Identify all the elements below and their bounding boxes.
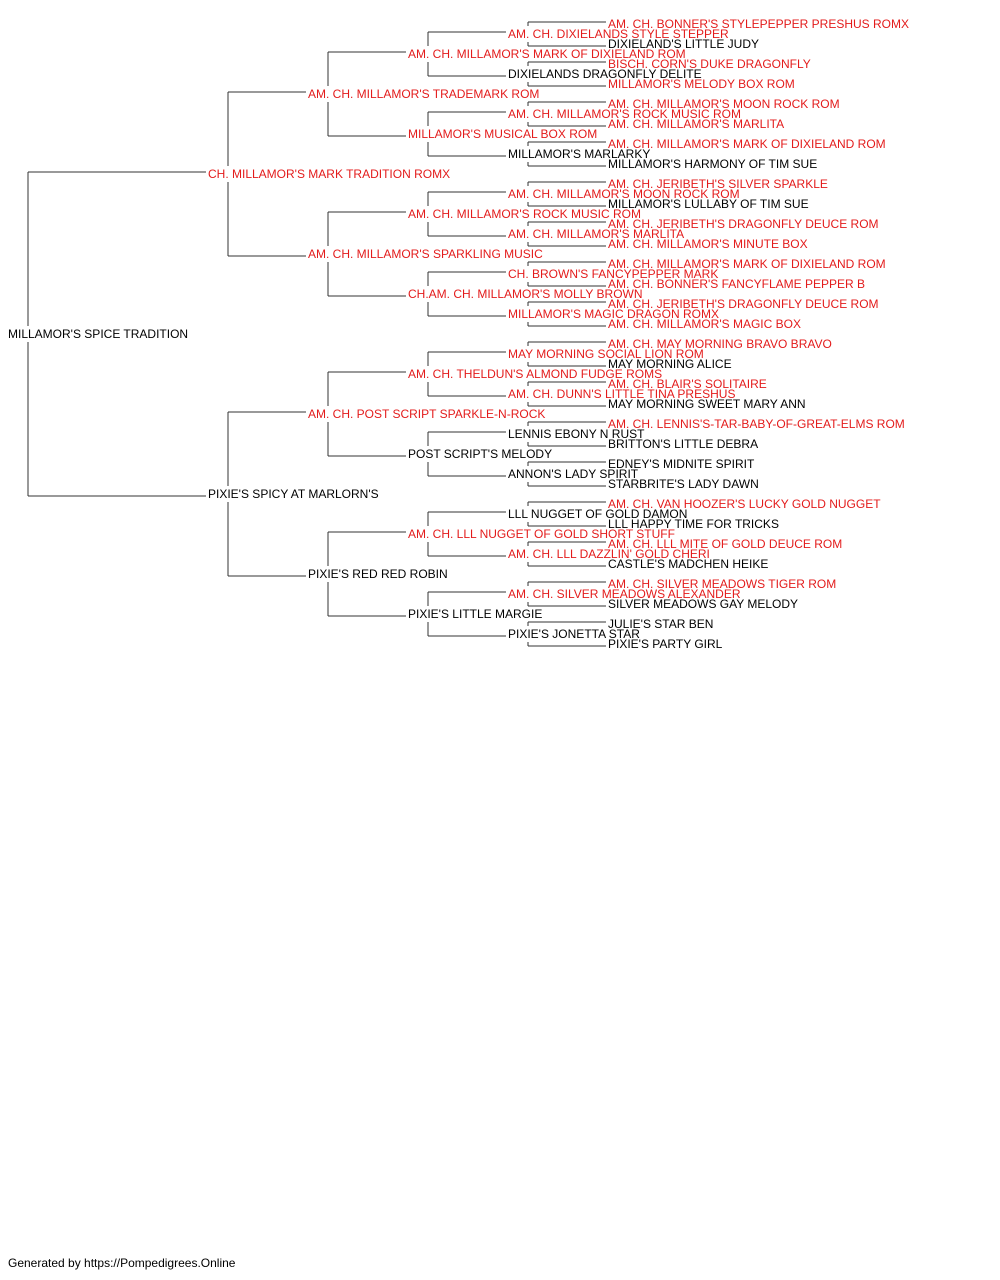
great-great-grandparent-name: MAY MORNING SOCIAL LION ROM [508, 347, 704, 361]
gggg-grandparent-name: AM. CH. BONNER'S STYLEPEPPER PRESHUS ROM… [608, 17, 909, 31]
gggg-grandparent-name: AM. CH. MILLAMOR'S MARLITA [608, 117, 784, 131]
gggg-grandparent-name: AM. CH. SILVER MEADOWS TIGER ROM [608, 577, 836, 591]
gggg-grandparent-name: BRITTON'S LITTLE DEBRA [608, 437, 758, 451]
great-great-grandparent-name: LENNIS EBONY N RUST [508, 427, 645, 441]
gggg-grandparent-name: SILVER MEADOWS GAY MELODY [608, 597, 798, 611]
parent-name: PIXIE'S SPICY AT MARLORN'S [208, 487, 379, 501]
gggg-grandparent-name: AM. CH. MILLAMOR'S MOON ROCK ROM [608, 97, 840, 111]
great-great-grandparent-name: AM. CH. MILLAMOR'S MOON ROCK ROM [508, 187, 740, 201]
footer-credit: Generated by https://Pompedigrees.Online [8, 1256, 236, 1270]
gggg-grandparent-name: STARBRITE'S LADY DAWN [608, 477, 759, 491]
grandparent-name: AM. CH. POST SCRIPT SPARKLE-N-ROCK [308, 407, 545, 421]
parent-name: CH. MILLAMOR'S MARK TRADITION ROMX [208, 167, 450, 181]
great-grandparent-name: CH.AM. CH. MILLAMOR'S MOLLY BROWN [408, 287, 643, 301]
gggg-grandparent-name: DIXIELAND'S LITTLE JUDY [608, 37, 759, 51]
gggg-grandparent-name: AM. CH. BLAIR'S SOLITAIRE [608, 377, 767, 391]
great-grandparent-name: POST SCRIPT'S MELODY [408, 447, 552, 461]
gggg-grandparent-name: MILLAMOR'S MELODY BOX ROM [608, 77, 795, 91]
great-great-grandparent-name: AM. CH. SILVER MEADOWS ALEXANDER [508, 587, 741, 601]
gggg-grandparent-name: AM. CH. MAY MORNING BRAVO BRAVO [608, 337, 832, 351]
great-grandparent-name: AM. CH. MILLAMOR'S ROCK MUSIC ROM [408, 207, 641, 221]
gggg-grandparent-name: AM. CH. MILLAMOR'S MAGIC BOX [608, 317, 801, 331]
gggg-grandparent-name: AM. CH. JERIBETH'S SILVER SPARKLE [608, 177, 828, 191]
gggg-grandparent-name: AM. CH. JERIBETH'S DRAGONFLY DEUCE ROM [608, 297, 879, 311]
great-grandparent-name: AM. CH. MILLAMOR'S MARK OF DIXIELAND ROM [408, 47, 686, 61]
gggg-grandparent-name: AM. CH. LLL MITE OF GOLD DEUCE ROM [608, 537, 842, 551]
great-great-grandparent-name: AM. CH. DUNN'S LITTLE TINA PRESHUS [508, 387, 735, 401]
gggg-grandparent-name: AM. CH. BONNER'S FANCYFLAME PEPPER B [608, 277, 865, 291]
gggg-grandparent-name: MILLAMOR'S LULLABY OF TIM SUE [608, 197, 809, 211]
gggg-grandparent-name: BISCH. CORN'S DUKE DRAGONFLY [608, 57, 811, 71]
great-great-grandparent-name: LLL NUGGET OF GOLD DAMON [508, 507, 687, 521]
great-grandparent-name: AM. CH. THELDUN'S ALMOND FUDGE ROMS [408, 367, 662, 381]
great-great-grandparent-name: ANNON'S LADY SPIRIT [508, 467, 639, 481]
grandparent-name: AM. CH. MILLAMOR'S TRADEMARK ROM [308, 87, 539, 101]
great-great-grandparent-name: AM. CH. MILLAMOR'S MARLITA [508, 227, 684, 241]
gggg-grandparent-name: CASTLE'S MADCHEN HEIKE [608, 557, 768, 571]
gggg-grandparent-name: JULIE'S STAR BEN [608, 617, 713, 631]
great-great-grandparent-name: DIXIELANDS DRAGONFLY DELITE [508, 67, 702, 81]
gggg-grandparent-name: EDNEY'S MIDNITE SPIRIT [608, 457, 755, 471]
great-great-grandparent-name: AM. CH. LLL DAZZLIN' GOLD CHERI [508, 547, 710, 561]
grandparent-name: AM. CH. MILLAMOR'S SPARKLING MUSIC [308, 247, 543, 261]
great-great-grandparent-name: PIXIE'S JONETTA STAR [508, 627, 640, 641]
great-grandparent-name: AM. CH. LLL NUGGET OF GOLD SHORT STUFF [408, 527, 675, 541]
great-great-grandparent-name: AM. CH. DIXIELANDS STYLE STEPPER [508, 27, 729, 41]
gggg-grandparent-name: AM. CH. VAN HOOZER'S LUCKY GOLD NUGGET [608, 497, 881, 511]
great-great-grandparent-name: AM. CH. MILLAMOR'S ROCK MUSIC ROM [508, 107, 741, 121]
great-grandparent-name: PIXIE'S LITTLE MARGIE [408, 607, 542, 621]
gggg-grandparent-name: PIXIE'S PARTY GIRL [608, 637, 723, 651]
great-grandparent-name: MILLAMOR'S MUSICAL BOX ROM [408, 127, 597, 141]
gggg-grandparent-name: LLL HAPPY TIME FOR TRICKS [608, 517, 779, 531]
subject-dog-name: MILLAMOR'S SPICE TRADITION [8, 327, 188, 341]
gggg-grandparent-name: AM. CH. MILLAMOR'S MARK OF DIXIELAND ROM [608, 137, 886, 151]
great-great-grandparent-name: MILLAMOR'S MARLARKY [508, 147, 650, 161]
great-great-grandparent-name: CH. BROWN'S FANCYPEPPER MARK [508, 267, 718, 281]
grandparent-name: PIXIE'S RED RED ROBIN [308, 567, 448, 581]
great-great-grandparent-name: MILLAMOR'S MAGIC DRAGON ROMX [508, 307, 719, 321]
gggg-grandparent-name: AM. CH. MILLAMOR'S MARK OF DIXIELAND ROM [608, 257, 886, 271]
gggg-grandparent-name: AM. CH. JERIBETH'S DRAGONFLY DEUCE ROM [608, 217, 879, 231]
gggg-grandparent-name: AM. CH. MILLAMOR'S MINUTE BOX [608, 237, 808, 251]
gggg-grandparent-name: MILLAMOR'S HARMONY OF TIM SUE [608, 157, 817, 171]
gggg-grandparent-name: MAY MORNING ALICE [608, 357, 732, 371]
gggg-grandparent-name: MAY MORNING SWEET MARY ANN [608, 397, 806, 411]
gggg-grandparent-name: AM. CH. LENNIS'S-TAR-BABY-OF-GREAT-ELMS … [608, 417, 905, 431]
